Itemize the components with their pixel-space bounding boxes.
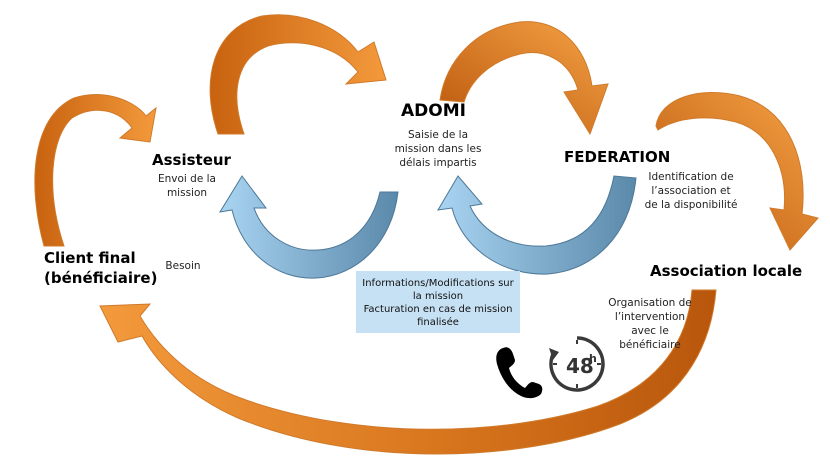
info-line-2: la mission — [412, 291, 464, 302]
caption-federation: Identification de l’association et de la… — [644, 171, 738, 211]
arrow-client-to-assisteur — [34, 94, 157, 247]
info-box: Informations/Modifications sur la missio… — [356, 271, 520, 333]
arrow-association-to-client — [99, 289, 717, 455]
info-line-1: Informations/Modifications sur — [362, 278, 514, 289]
info-line-3: Facturation en cas de mission — [363, 304, 513, 315]
arrow-assisteur-to-adomi — [209, 14, 387, 135]
node-title-assisteur: Assisteur — [152, 151, 231, 169]
caption-adomi: Saisie de la mission dans les délais imp… — [394, 129, 482, 169]
clock-48-label: 48 — [566, 354, 594, 378]
arrow-adomi-to-federation — [439, 21, 609, 136]
node-title-association: Association locale — [650, 262, 803, 280]
client-title-line-1: Client final — [44, 249, 136, 267]
phone-icon — [493, 342, 543, 400]
arrow-adomi-to-assisteur — [219, 175, 399, 279]
caption-association: Organisation de l’intervention avec le b… — [608, 297, 692, 351]
clock-48h-icon: 48 h — [545, 332, 609, 396]
node-title-adomi: ADOMI — [401, 101, 466, 121]
arrow-federation-to-adomi — [437, 175, 637, 275]
node-title-federation: FEDERATION — [564, 148, 671, 166]
node-title-client: Client final (bénéficiaire) — [44, 248, 157, 288]
caption-client: Besoin — [165, 260, 201, 272]
arrow-federation-to-association — [655, 92, 819, 251]
info-line-4: finalisée — [417, 317, 459, 328]
clock-h-label: h — [589, 352, 597, 365]
client-title-line-2: (bénéficiaire) — [44, 269, 158, 287]
caption-assisteur: Envoi de la mission — [158, 173, 216, 199]
